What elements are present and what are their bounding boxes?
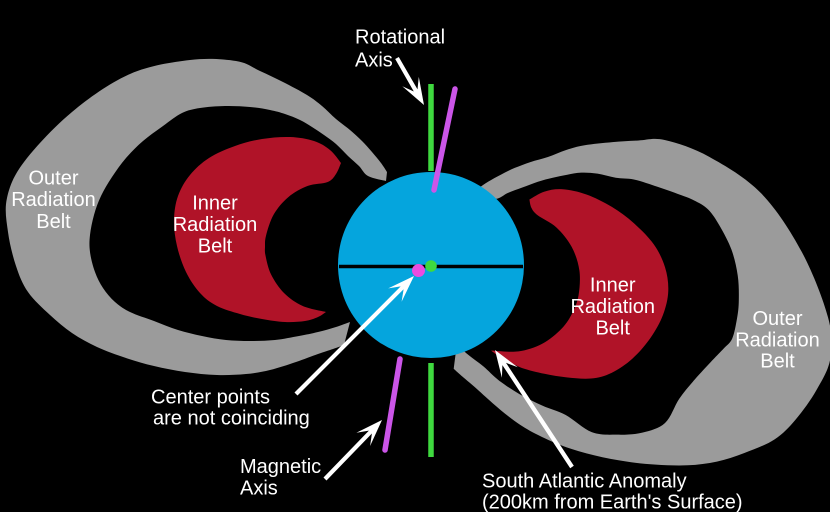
svg-text:Center points: Center points xyxy=(151,386,270,408)
svg-text:Belt: Belt xyxy=(36,211,71,233)
svg-text:Rotational: Rotational xyxy=(355,26,445,48)
svg-text:Outer: Outer xyxy=(28,167,78,189)
svg-text:Inner: Inner xyxy=(192,193,238,215)
svg-text:Magnetic: Magnetic xyxy=(240,456,321,478)
svg-text:Belt: Belt xyxy=(198,236,233,258)
svg-text:Belt: Belt xyxy=(595,318,630,340)
svg-text:are not coinciding: are not coinciding xyxy=(153,408,310,430)
svg-text:Belt: Belt xyxy=(760,351,795,373)
svg-text:South Atlantic Anomaly: South Atlantic Anomaly xyxy=(482,470,687,492)
svg-text:Radiation: Radiation xyxy=(173,214,258,236)
svg-text:Inner: Inner xyxy=(590,275,636,297)
svg-text:Axis: Axis xyxy=(355,49,393,71)
svg-text:Axis: Axis xyxy=(240,478,278,500)
svg-text:Radiation: Radiation xyxy=(735,330,820,352)
svg-text:Outer: Outer xyxy=(752,308,802,330)
svg-text:Radiation: Radiation xyxy=(11,189,96,211)
svg-text:(200km from Earth's Surface): (200km from Earth's Surface) xyxy=(482,492,743,512)
svg-text:Radiation: Radiation xyxy=(570,296,655,318)
